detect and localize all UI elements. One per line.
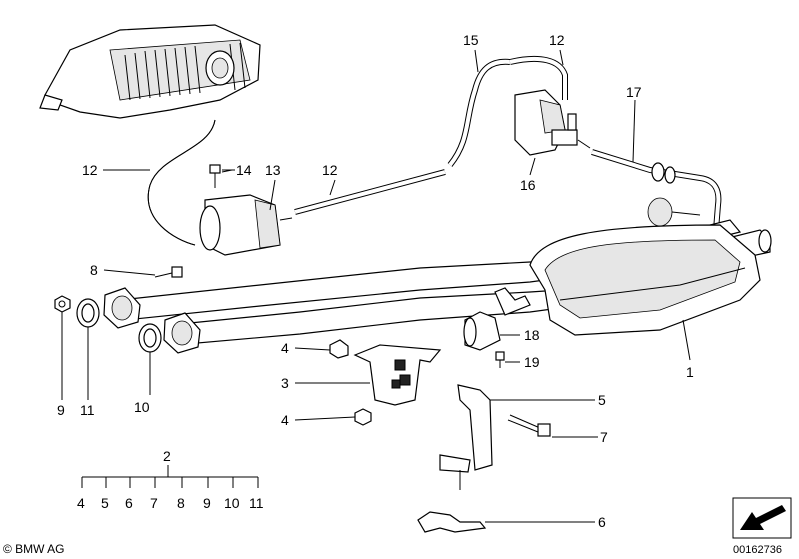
callout-17: 17	[626, 84, 642, 100]
kit-item: 11	[249, 495, 264, 511]
filter-13	[199, 194, 293, 256]
hanger-5	[439, 384, 493, 490]
intake-manifold	[39, 24, 261, 119]
callout-16: 16	[520, 177, 536, 193]
kit-bracket	[81, 465, 259, 488]
bracket-6	[417, 511, 487, 533]
kit-contents: 4 5 6 7 8 9 10 11	[77, 495, 264, 511]
rear-muffler-1	[529, 224, 761, 336]
kit-item: 9	[203, 495, 211, 511]
kit-item: 10	[224, 495, 240, 511]
callout-8: 8	[90, 262, 98, 278]
rubber-bushing-4-upper	[329, 339, 349, 359]
callout-12b: 12	[322, 162, 338, 178]
callout-labels: 12 14 13 12 15 12 17 16 8 9 11 10 4 3 4 …	[57, 32, 694, 530]
callout-2: 2	[163, 448, 171, 464]
kit-item: 8	[177, 495, 185, 511]
callout-9: 9	[57, 402, 65, 418]
kit-item: 6	[125, 495, 133, 511]
brand-copyright: © BMW AG	[3, 542, 65, 556]
callout-12c: 12	[549, 32, 565, 48]
gasket-ring-11	[76, 298, 100, 328]
callout-14: 14	[236, 162, 252, 178]
callout-6: 6	[598, 514, 606, 530]
arrow-logo-box	[732, 497, 792, 539]
rubber-mount-18	[463, 311, 501, 351]
vacuum-hose-15	[447, 55, 568, 167]
callout-11: 11	[80, 402, 95, 418]
callout-10: 10	[134, 399, 150, 415]
callout-1: 1	[686, 364, 694, 380]
vacuum-hose-middle	[294, 169, 446, 215]
callout-3: 3	[281, 375, 289, 391]
callout-4-lower: 4	[281, 412, 289, 428]
bolt-7	[507, 414, 551, 437]
callout-4-upper: 4	[281, 340, 289, 356]
callout-15: 15	[463, 32, 479, 48]
callout-18: 18	[524, 327, 540, 343]
bracket-3	[353, 344, 442, 406]
gasket-ring-10	[138, 323, 162, 353]
nut-9	[54, 295, 71, 313]
screw-19	[495, 351, 505, 368]
pipe-clamp	[494, 287, 531, 316]
diagram-number: 00162736	[733, 544, 782, 556]
kit-item: 4	[77, 495, 85, 511]
pressure-converter-16	[514, 89, 591, 156]
leader-lines	[61, 49, 691, 523]
screw-14	[209, 164, 233, 188]
vacuum-line-17	[591, 149, 722, 231]
arrow-icon	[740, 505, 786, 530]
kit-item: 7	[150, 495, 158, 511]
flange-left-upper	[103, 287, 141, 329]
callout-12a: 12	[82, 162, 98, 178]
nut-4-lower	[354, 408, 372, 426]
callout-13: 13	[265, 162, 281, 178]
kit-item: 5	[101, 495, 109, 511]
callout-19: 19	[524, 354, 540, 370]
flange-left-lower	[163, 312, 201, 354]
callout-7: 7	[600, 429, 608, 445]
bolt-8	[154, 266, 183, 278]
callout-5: 5	[598, 392, 606, 408]
